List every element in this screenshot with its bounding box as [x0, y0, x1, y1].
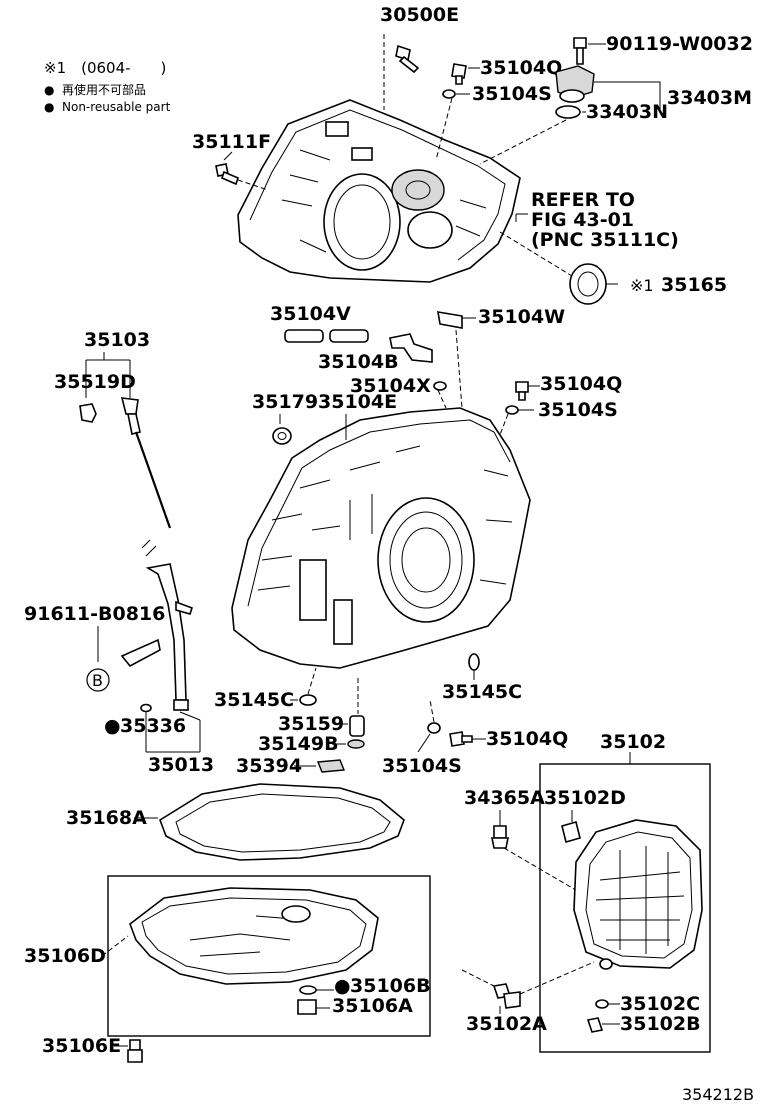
callout-35104x: 35104X [350, 375, 431, 397]
callout-33403n: 33403N [586, 101, 668, 123]
callout-35104q-mid: 35104Q [540, 373, 622, 395]
bolt-30500e [395, 44, 420, 74]
plate-35394 [317, 759, 345, 773]
bolt-35104q-bottom [449, 731, 473, 747]
callout-35104s-top: 35104S [472, 83, 552, 105]
o-ring-35102c [595, 999, 609, 1009]
callout-35106b-mark: ● [334, 975, 351, 997]
transaxle-case [231, 407, 531, 669]
callout-35104s-mid: 35104S [538, 399, 618, 421]
callout-35104q-bottom: 35104Q [486, 728, 568, 750]
callout-30500e: 30500E [380, 4, 459, 26]
callout-35104b: 35104B [318, 351, 399, 373]
pin-35159 [349, 715, 365, 737]
pipe-35104v [284, 329, 369, 343]
callout-35104e: 35104E [318, 391, 397, 413]
callout-35165-mark: ※1 [630, 276, 654, 295]
marker-b: B [86, 668, 110, 692]
valve-body-frame [539, 763, 711, 1053]
callout-35168a: 35168A [66, 807, 147, 829]
o-ring-35104s-bottom [427, 722, 441, 734]
pan-gasket-35168a [159, 783, 405, 861]
callout-35102d: 35102D [544, 787, 626, 809]
callout-90119-w0032: 90119-W0032 [606, 33, 753, 55]
callout-35104v: 35104V [270, 303, 351, 325]
o-ring-35145c-right [468, 653, 480, 671]
gasket-35145c-left [299, 694, 317, 706]
callout-35149b: 35149B [258, 733, 339, 755]
drain-plug-35106a [297, 999, 317, 1015]
callout-35102: 35102 [600, 731, 666, 753]
callout-34365a: 34365A [464, 787, 545, 809]
o-ring-35104x [433, 381, 447, 391]
callout-35104s-bottom: 35104S [382, 755, 462, 777]
gasket-35106b [299, 985, 317, 995]
svg-text:REFER TO: REFER TO [531, 189, 635, 211]
callout-33403m: 33403M [667, 87, 752, 109]
figure-id: 354212B [682, 1085, 754, 1104]
legend-bullet-1: ● [44, 83, 54, 97]
bolt-35102a [492, 983, 521, 1009]
callout-35159: 35159 [278, 713, 344, 735]
plug-35179 [272, 427, 292, 445]
callout-35145c-right: 35145C [442, 681, 522, 703]
refer-note: REFER TO FIG 43-01 (PNC 35111C) [531, 189, 679, 251]
oil-pan-35106 [129, 887, 379, 985]
bolt-35106e [127, 1039, 143, 1063]
bolt-35111f [215, 163, 239, 186]
o-ring-35336 [140, 703, 152, 713]
dipstick-tube-35013 [120, 539, 194, 711]
bolt-34365a [491, 825, 509, 849]
callout-35102c: 35102C [620, 993, 700, 1015]
bolt-90119-w0032 [573, 37, 587, 65]
callout-35336-mark: ● [104, 715, 121, 737]
callout-35102b: 35102B [620, 1013, 701, 1035]
callout-35336: 35336 [120, 715, 186, 737]
bolt-35104q-top [451, 63, 467, 85]
callout-35013: 35013 [148, 754, 214, 776]
callout-35394: 35394 [236, 755, 302, 777]
svg-text:FIG 43-01: FIG 43-01 [531, 209, 634, 231]
filter-35102d [561, 821, 581, 843]
bolt-35104q-mid [515, 381, 529, 401]
callout-35106e: 35106E [42, 1035, 121, 1057]
callout-35519d: 35519D [54, 371, 136, 393]
callout-35111f: 35111F [192, 131, 271, 153]
callout-35104q-top: 35104Q [480, 57, 562, 79]
callout-35106b: 35106B [350, 975, 431, 997]
legend-text-en: Non-reusable part [62, 100, 171, 114]
legend-bullet-2: ● [44, 100, 54, 114]
gasket-35149b [347, 739, 365, 749]
callout-35165: 35165 [661, 274, 727, 296]
callout-35179: 35179 [252, 391, 318, 413]
legend: ※1 (0604- ) ● 再使用不可部品 ● Non-reusable par… [44, 59, 171, 114]
dipstick-clip-35519d [79, 403, 97, 423]
callout-35103: 35103 [84, 329, 150, 351]
oil-seal-35165 [569, 263, 607, 305]
callout-35106d: 35106D [24, 945, 106, 967]
callout-35102a: 35102A [466, 1013, 547, 1035]
oil-pan-frame [107, 875, 431, 1037]
callout-35145c-left: 35145C [214, 689, 294, 711]
svg-text:(PNC 35111C): (PNC 35111C) [531, 229, 679, 251]
o-ring-35104s-top [442, 89, 456, 99]
speed-sensor-33403 [555, 65, 595, 103]
o-ring-33403n [555, 105, 581, 119]
dipstick [120, 397, 172, 529]
valve-body-35102 [573, 819, 703, 970]
o-ring-35104s-mid [505, 405, 519, 415]
legend-text-jp: 再使用不可部品 [62, 82, 146, 97]
callout-91611-b0816: 91611-B0816 [24, 603, 165, 625]
callout-35104w: 35104W [478, 306, 565, 328]
pipe-35104b [389, 333, 433, 363]
pipe-35104w [437, 311, 463, 329]
callout-35106a: 35106A [332, 995, 413, 1017]
legend-header: ※1 (0604- ) [44, 59, 166, 77]
svg-text:B: B [92, 671, 103, 690]
bolt-35102b [586, 1017, 604, 1033]
converter-housing [237, 99, 521, 283]
